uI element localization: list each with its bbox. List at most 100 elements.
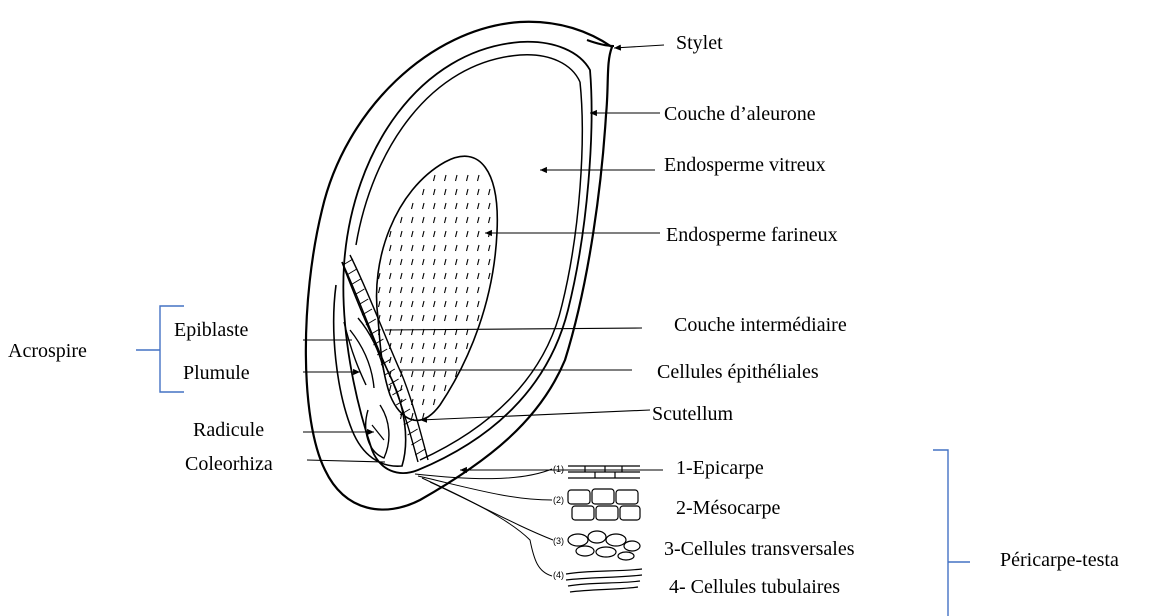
endosperm-dash [445, 203, 447, 209]
endosperm-dash [379, 301, 381, 307]
endosperm-dash [423, 217, 425, 223]
endosperm-dash [434, 385, 436, 391]
endosperm-dash [434, 259, 436, 265]
endosperm-dash [401, 343, 403, 349]
endosperm-dash [434, 357, 436, 363]
endosperm-dash [456, 315, 458, 321]
endosperm-dash [423, 413, 425, 419]
endosperm-dash [423, 399, 425, 405]
label-cellules-transversales: 3-Cellules transversales [664, 538, 855, 560]
endosperm-dash [445, 245, 447, 251]
label-acrospire: Acrospire [8, 340, 87, 362]
endosperm-dash [467, 315, 469, 321]
endosperm-dash [478, 175, 480, 181]
endosperm-dash [445, 217, 447, 223]
endosperm-dash [489, 245, 491, 251]
endosperm-dash [412, 371, 414, 377]
endosperm-dash [445, 371, 447, 377]
endosperm-dash [456, 217, 458, 223]
endosperm-dash [390, 245, 392, 251]
endosperm-dash [423, 231, 425, 237]
label-plumule: Plumule [183, 362, 250, 384]
endosperm-dash [489, 259, 491, 265]
endosperm-dash [478, 287, 480, 293]
label-couche-aleurone: Couche d’aleurone [664, 103, 816, 125]
layer-number-3: (3) [553, 536, 564, 546]
endosperm-dash [478, 273, 480, 279]
endosperm-dash [467, 189, 469, 195]
endosperm-dash [412, 203, 414, 209]
endosperm-dash [467, 259, 469, 265]
label-scutellum: Scutellum [652, 403, 734, 425]
endosperm-dash [401, 259, 403, 265]
endosperm-dash [423, 245, 425, 251]
endosperm-dash [434, 273, 436, 279]
endosperm-dash [412, 245, 414, 251]
endosperm-dash [434, 203, 436, 209]
endosperm-dash [423, 357, 425, 363]
endosperm-dash [456, 203, 458, 209]
label-endosperme-farineux: Endosperme farineux [666, 224, 838, 246]
endosperm-dash [423, 301, 425, 307]
endosperm-dash [379, 287, 381, 293]
endosperm-dash [434, 175, 436, 181]
endosperm-dash [434, 217, 436, 223]
endosperm-dash [445, 301, 447, 307]
endosperm-dash [478, 245, 480, 251]
endosperm-dash [467, 273, 469, 279]
endosperm-dash [423, 273, 425, 279]
endosperm-dash [401, 245, 403, 251]
endosperm-dash [379, 273, 381, 279]
endosperm-dash [467, 301, 469, 307]
endosperm-dash [456, 245, 458, 251]
endosperm-dash [401, 231, 403, 237]
endosperm-dash [456, 357, 458, 363]
label-pericarpe-testa: Péricarpe-testa [1000, 549, 1119, 571]
endosperm-dash [434, 343, 436, 349]
endosperm-dash [456, 231, 458, 237]
endosperm-dash [467, 175, 469, 181]
endosperm-dash [478, 203, 480, 209]
right-leaders [385, 45, 664, 470]
endosperm-dash [467, 343, 469, 349]
endosperm-dash [401, 273, 403, 279]
endosperm-dash [445, 287, 447, 293]
grain-outline [306, 22, 614, 510]
endosperm-dash [434, 399, 436, 405]
endosperm-dash [467, 217, 469, 223]
endosperm-dash [401, 315, 403, 321]
scutellum-hatch-line [351, 279, 361, 285]
endosperm-dash [467, 203, 469, 209]
endosperm-dash [412, 385, 414, 391]
cross-cells [568, 531, 640, 560]
endosperm-dash [423, 371, 425, 377]
endosperm-dash [412, 357, 414, 363]
endosperm-dash [423, 315, 425, 321]
endosperm-dash [445, 273, 447, 279]
endosperm-dash [478, 217, 480, 223]
endosperm-dash [390, 301, 392, 307]
endosperm-dash [456, 273, 458, 279]
endosperm-dash [434, 301, 436, 307]
endosperm-dash [445, 385, 447, 391]
leader-coleorhiza [307, 460, 385, 462]
endosperm-dash [456, 287, 458, 293]
endosperm-dash [401, 301, 403, 307]
label-stylet: Stylet [676, 32, 723, 54]
endosperm-dash [401, 357, 403, 363]
endosperm-dash [412, 273, 414, 279]
endosperm-dash [423, 189, 425, 195]
endosperm-dash [467, 231, 469, 237]
endosperm-dash [434, 231, 436, 237]
label-radicule: Radicule [193, 419, 264, 441]
endosperm-dash [423, 385, 425, 391]
endosperm-dash [412, 413, 414, 419]
endosperm-dash [412, 301, 414, 307]
endosperm-dash [445, 259, 447, 265]
endosperm-dash [423, 259, 425, 265]
endosperm-dash [445, 231, 447, 237]
endosperm-dash [434, 315, 436, 321]
endosperm-dash [412, 259, 414, 265]
label-couche-intermediaire: Couche intermédiaire [674, 314, 847, 336]
endosperm-dash [423, 287, 425, 293]
